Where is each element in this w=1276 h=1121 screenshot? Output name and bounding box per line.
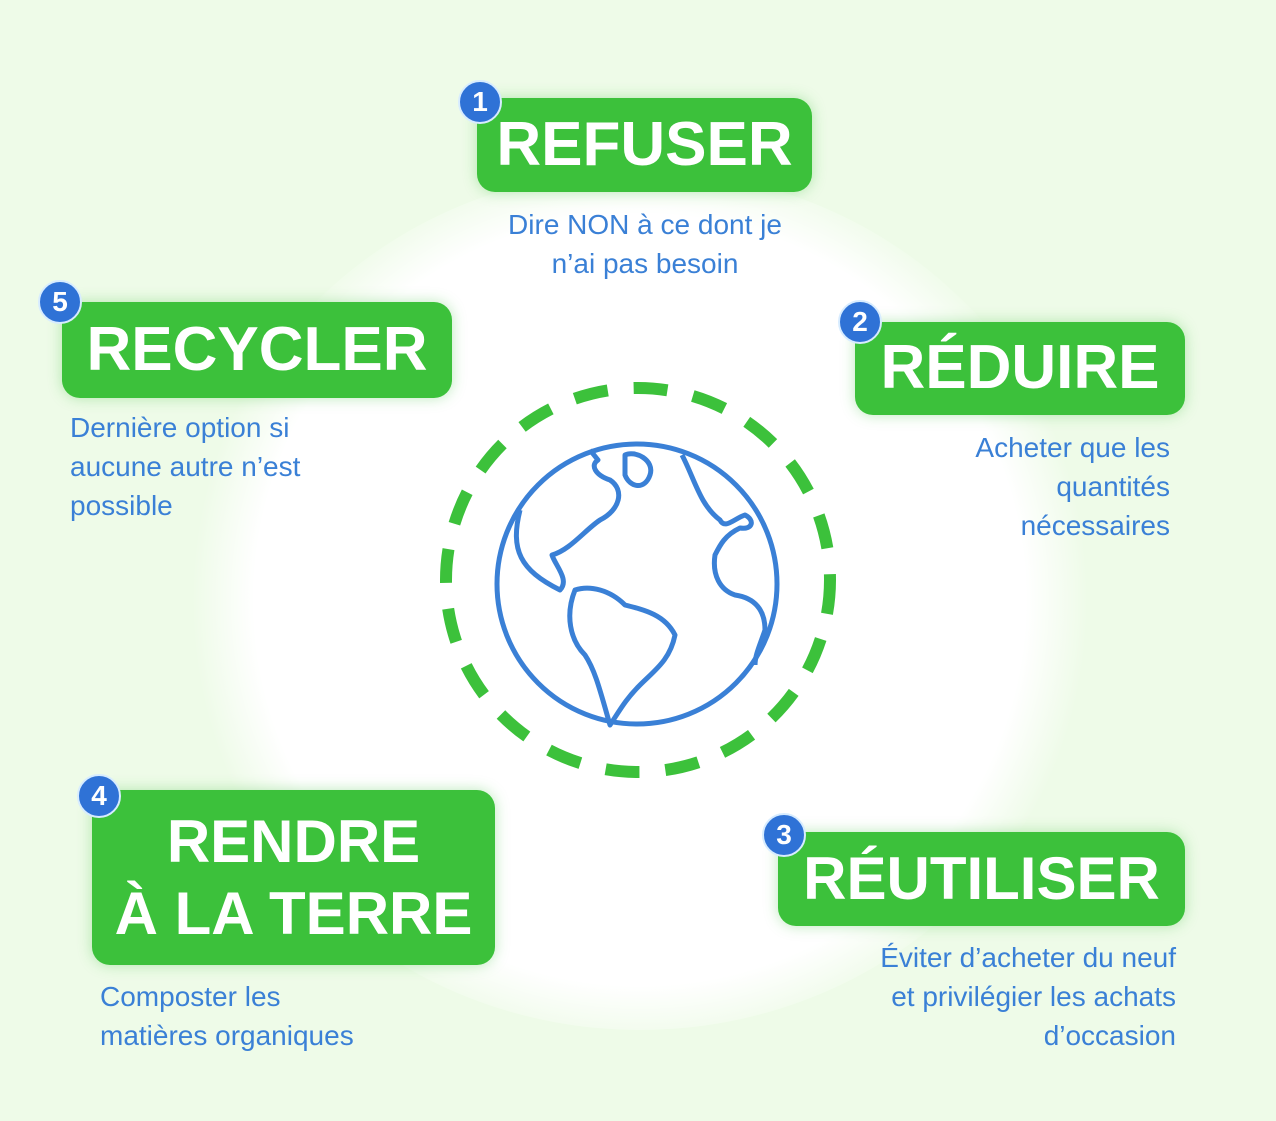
dashed-ring (440, 382, 836, 778)
step-reutiliser-description: Éviter d’acheter du neuf et privilégier … (740, 938, 1176, 1055)
step-number-badge: 4 (77, 774, 121, 818)
step-number-badge: 1 (458, 80, 502, 124)
step-reduire-title-box: RÉDUIRE (855, 322, 1185, 415)
step-rendre-title-box: RENDRE À LA TERRE (92, 790, 495, 965)
step-number-badge: 3 (762, 813, 806, 857)
description-line: Éviter d’acheter du neuf (880, 942, 1176, 973)
step-title: RECYCLER (86, 314, 428, 384)
step-title: RÉUTILISER (803, 845, 1160, 912)
description-line: Acheter que les (975, 432, 1170, 463)
step-title-line: RENDRE (166, 807, 421, 875)
description-line: matières organiques (100, 1020, 354, 1051)
description-line: et privilégier les achats (891, 981, 1176, 1012)
globe-icon (494, 441, 780, 728)
description-line: Dernière option si (70, 412, 290, 443)
description-line: d’occasion (1043, 1020, 1176, 1051)
step-rendre-description: Composter les matières organiques (100, 977, 500, 1055)
step-title: REFUSER (496, 109, 793, 179)
description-line: quantités (1056, 471, 1170, 502)
step-recycler-title-box: RECYCLER (62, 302, 452, 398)
step-refuser-description: Dire NON à ce dont je n’ai pas besoin (440, 205, 850, 283)
step-title: RÉDUIRE (880, 333, 1160, 403)
description-line: Dire NON à ce dont je (508, 209, 782, 240)
center-graphic (440, 382, 836, 778)
step-refuser-title-box: REFUSER (477, 98, 812, 192)
step-reutiliser-title-box: RÉUTILISER (778, 832, 1185, 926)
description-line: possible (70, 490, 173, 521)
step-recycler-description: Dernière option si aucune autre n’est po… (70, 408, 450, 525)
description-line: aucune autre n’est (70, 451, 301, 482)
step-reduire-description: Acheter que les quantités nécessaires (820, 428, 1170, 545)
description-line: n’ai pas besoin (551, 248, 739, 279)
description-line: Composter les (100, 981, 281, 1012)
description-line: nécessaires (1020, 510, 1170, 541)
step-number-badge: 2 (838, 300, 882, 344)
step-title-line: À LA TERRE (114, 879, 473, 947)
step-number-badge: 5 (38, 280, 82, 324)
